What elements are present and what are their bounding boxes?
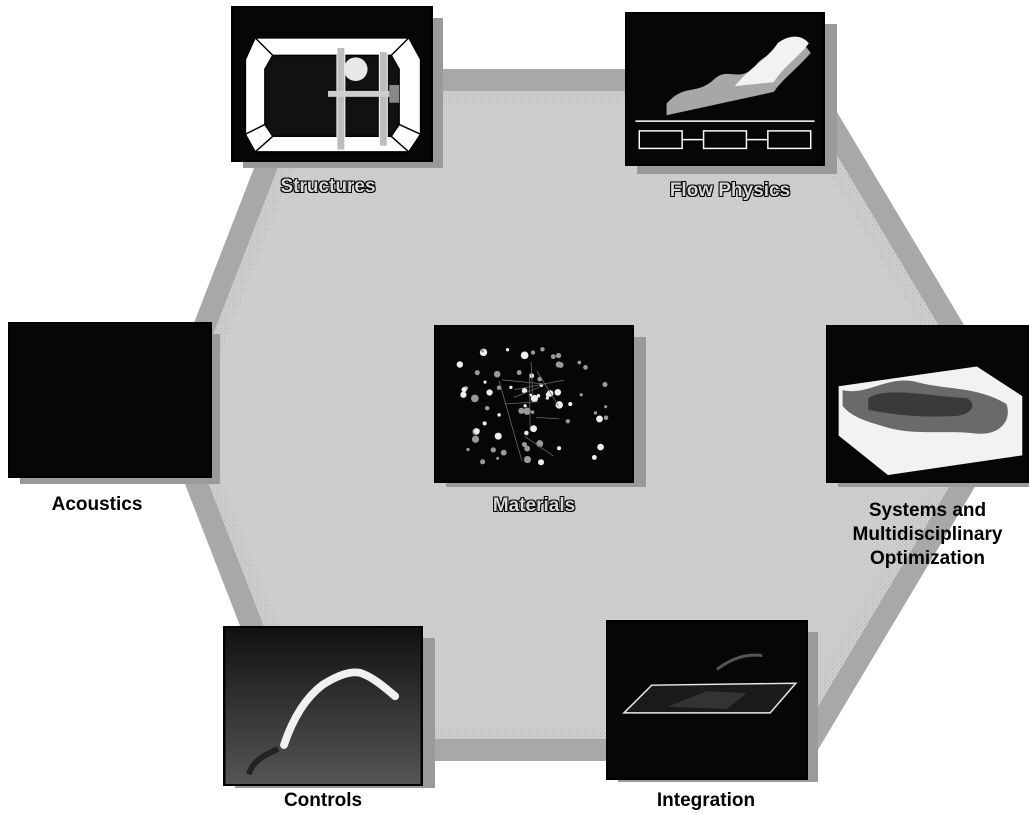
node-acoustics: Acoustics	[8, 322, 228, 522]
surface-mesh-image	[826, 325, 1029, 483]
node-flow-physics: Flow Physics	[625, 12, 845, 201]
node-structures: Structures	[231, 6, 451, 197]
node-materials: Materials	[434, 325, 654, 525]
node-label: Acoustics	[51, 494, 143, 515]
node-controls: Controls	[223, 626, 443, 813]
node-integration: Integration	[606, 620, 831, 813]
blank-panel-image	[8, 322, 212, 478]
flow-simulation-image	[625, 12, 825, 166]
node-label: Structures	[280, 176, 376, 197]
wing-model-image	[606, 620, 808, 780]
node-label: Flow Physics	[669, 180, 791, 201]
wind-tunnel-image	[231, 6, 433, 162]
label-line-1: Systems and	[868, 500, 987, 521]
node-label: Controls	[283, 790, 363, 811]
molecular-structure-image	[434, 325, 634, 483]
flexible-wing-image	[223, 626, 423, 786]
label-line-3: Optimization	[869, 548, 986, 569]
node-label-multiline: Systems and Multidisciplinary Optimizati…	[826, 499, 1029, 571]
label-line-2: Multidisciplinary	[852, 524, 1003, 545]
node-systems: Systems and Multidisciplinary Optimizati…	[826, 325, 1029, 605]
node-label: Integration	[656, 790, 756, 811]
node-label: Materials	[492, 495, 576, 516]
